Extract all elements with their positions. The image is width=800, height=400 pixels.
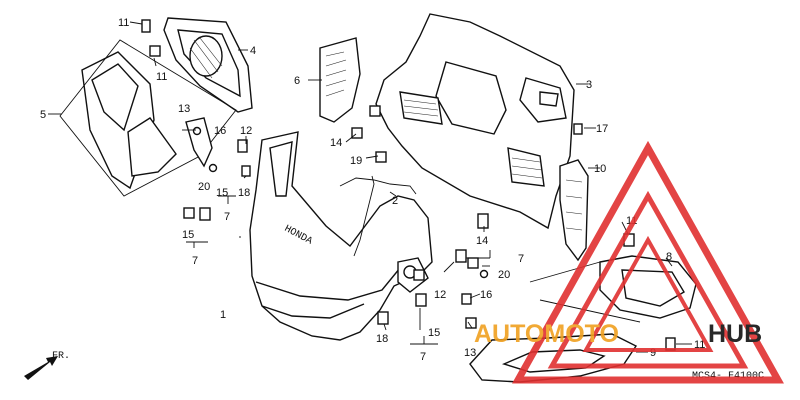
callout-7: 7 xyxy=(192,255,198,267)
callout-19: 19 xyxy=(350,155,362,167)
callout-1: 1 xyxy=(220,309,226,321)
callout-20: 20 xyxy=(198,181,210,193)
callout-11: 11 xyxy=(118,17,129,29)
watermark-word-b: HUB xyxy=(708,320,762,348)
callout-7: 7 xyxy=(518,253,524,265)
callout-16: 16 xyxy=(214,125,226,137)
callout-15: 15 xyxy=(428,327,440,339)
callout-3: 3 xyxy=(586,79,592,91)
direction-label: FR. xyxy=(52,351,70,362)
leader-lines xyxy=(129,21,692,353)
callout-18: 18 xyxy=(376,333,388,345)
callout-9: 9 xyxy=(650,347,656,359)
callout-7: 7 xyxy=(420,351,426,363)
callout-11: 11 xyxy=(694,339,705,351)
side-cover-6 xyxy=(319,37,361,123)
callout-8: 8 xyxy=(666,251,672,263)
callout-16: 16 xyxy=(480,289,492,301)
front-direction-arrow: FR. xyxy=(24,351,70,380)
callout-18: 18 xyxy=(238,187,250,199)
callout-15: 15 xyxy=(216,187,228,199)
watermark-logo: AUTOMOTO HUB xyxy=(474,140,784,384)
mirror-8 xyxy=(599,255,697,319)
callout-11: 11 xyxy=(156,71,167,83)
callout-13: 13 xyxy=(464,347,476,359)
callout-7: 7 xyxy=(224,211,230,223)
watermark-word-a: AUTOMOTO xyxy=(474,320,619,348)
callout-13: 13 xyxy=(178,103,190,115)
callout-2: 2 xyxy=(392,195,398,207)
callout-5: 5 xyxy=(40,109,46,121)
upper-cowl-1 xyxy=(249,131,433,341)
bracket-13-left xyxy=(185,117,213,168)
callout-10: 10 xyxy=(594,163,606,175)
callout-14: 14 xyxy=(330,137,342,149)
callout-12: 12 xyxy=(434,289,446,301)
side-panel-10 xyxy=(559,159,589,262)
callout-15: 15 xyxy=(182,229,194,241)
stay-2 xyxy=(339,177,417,195)
watermark-triangle-inner xyxy=(547,190,749,369)
inner-panel-3 xyxy=(375,13,575,230)
mirror-cover-part xyxy=(81,51,177,190)
callout-6: 6 xyxy=(294,75,300,87)
mirror-housing-part xyxy=(163,17,253,113)
watermark-triangle-outer xyxy=(512,140,784,384)
fasteners xyxy=(141,19,676,351)
callout-14: 14 xyxy=(476,235,488,247)
watermark-triangle-core xyxy=(582,235,714,352)
callout-12: 12 xyxy=(240,125,252,137)
callout-17: 17 xyxy=(596,123,608,135)
callout-20: 20 xyxy=(498,269,510,281)
callout-4: 4 xyxy=(250,45,256,57)
